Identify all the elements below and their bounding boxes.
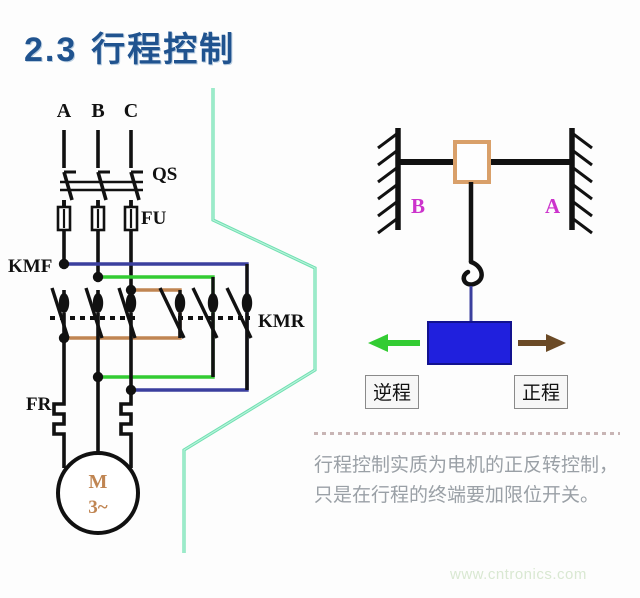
qs-label: QS [152, 164, 177, 185]
limit-switch-box [453, 140, 491, 184]
phase-label-a: A [57, 100, 72, 122]
hook-icon [461, 259, 484, 287]
kmr-contactor [158, 264, 253, 390]
right-wall-hatching [571, 131, 593, 235]
travel-mechanism-group: B A [368, 128, 593, 365]
description-text: 行程控制实质为电机的正反转控制，只是在行程的终端要加限位开关。 [314, 454, 619, 506]
fr-label: FR [26, 394, 52, 415]
page-title-number: 2.3 [24, 31, 78, 69]
motor-label-m: M [89, 471, 108, 493]
limit-label-b: B [411, 194, 425, 218]
motor-symbol: M 3~ [56, 451, 140, 535]
green-divider-accent [182, 88, 317, 553]
kmf-label: KMF [8, 256, 52, 277]
reverse-travel-arrow [368, 334, 420, 352]
phase-cross-wires [64, 262, 249, 392]
power-circuit-group: A B C [8, 100, 305, 535]
dotted-divider [314, 432, 620, 435]
fr-overload-relay [52, 338, 133, 455]
motor-label-phase: 3~ [88, 497, 108, 518]
carriage-load [427, 321, 512, 365]
kmr-label: KMR [258, 311, 305, 332]
fu-fuse-group [56, 200, 139, 290]
phase-label-c: C [124, 100, 138, 122]
phase-label-b: B [91, 100, 104, 122]
forward-travel-label: 正程 [514, 375, 569, 409]
limit-label-a: A [545, 194, 561, 218]
fu-label: FU [141, 208, 167, 229]
page-title: 2.3 行程控制 [24, 22, 235, 71]
kmf-contactor [50, 287, 140, 390]
watermark: www.cntronics.com [450, 566, 587, 583]
page-title-text: 行程控制 [91, 31, 236, 69]
left-wall-hatching [377, 131, 399, 235]
reverse-travel-label: 逆程 [365, 375, 420, 409]
forward-travel-arrow [518, 334, 566, 352]
